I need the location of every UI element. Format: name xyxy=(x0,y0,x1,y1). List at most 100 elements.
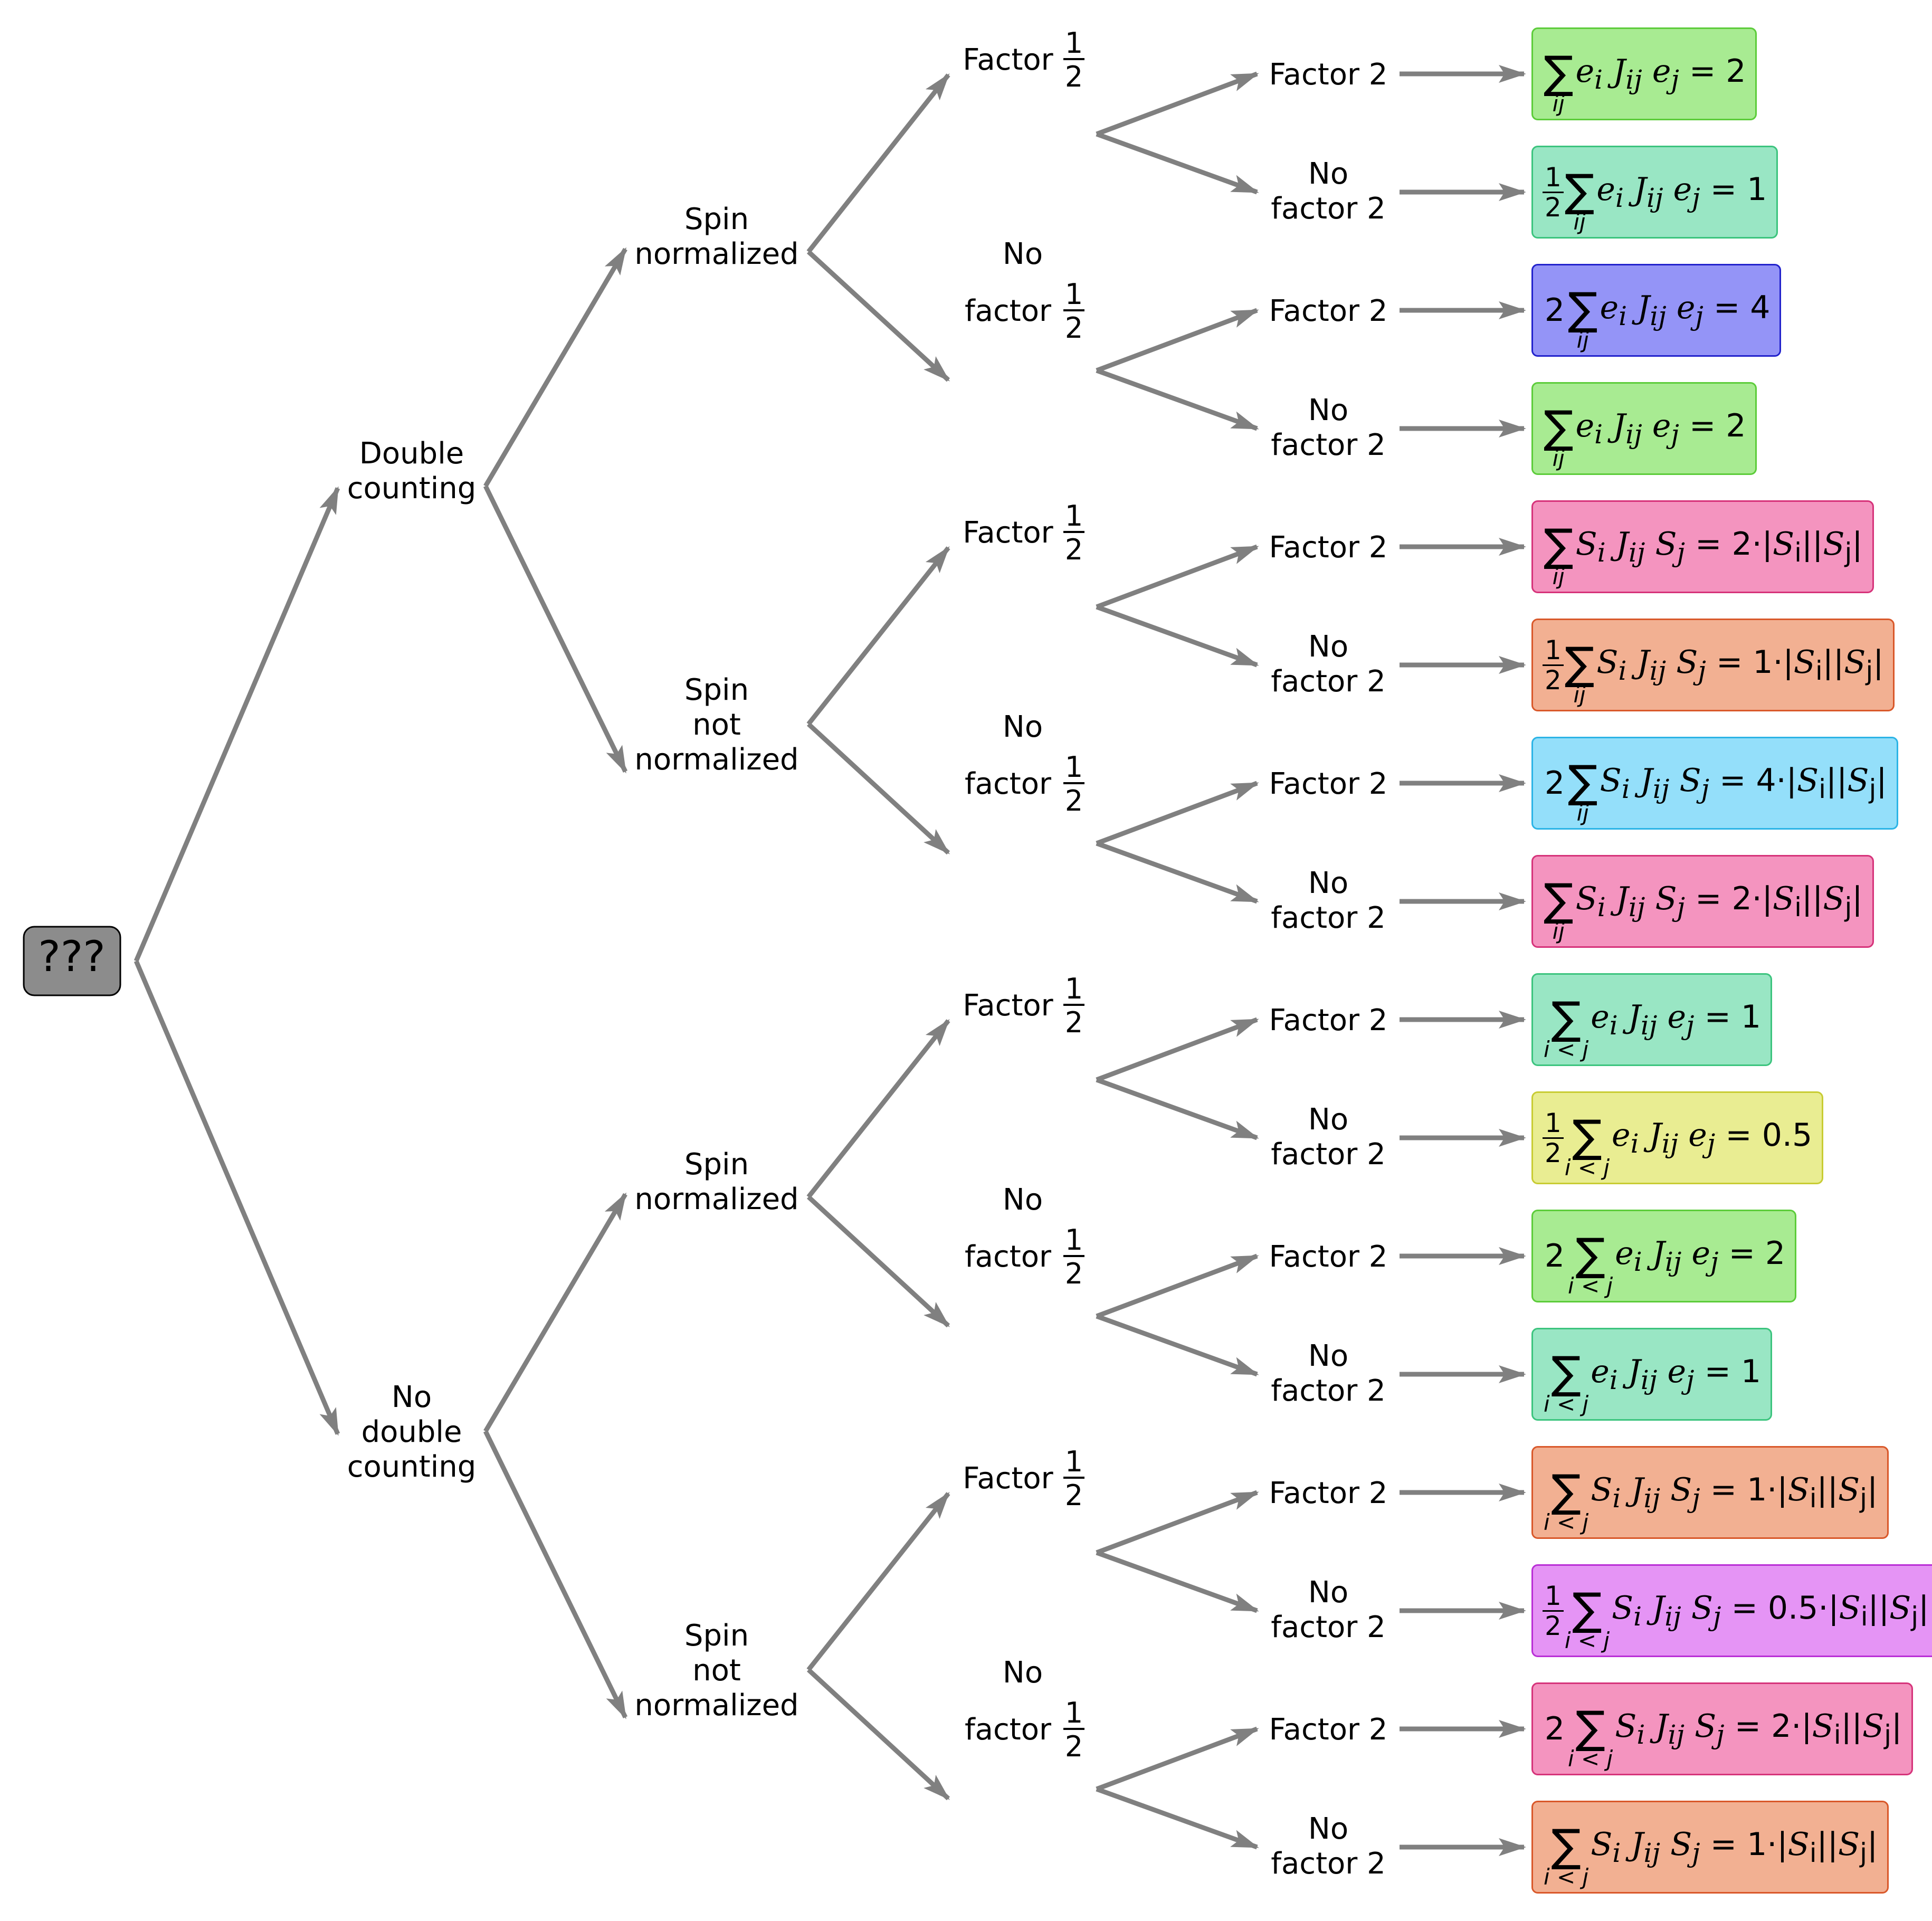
level3-label-no: No xyxy=(1003,1656,1043,1690)
sum-symbol: ∑i < j xyxy=(1544,1820,1589,1890)
edge-level3-to-level4 xyxy=(1096,841,1259,904)
level4-nofactor2: factor 2 xyxy=(1271,1847,1386,1881)
level2-node-line: normalized xyxy=(634,1182,798,1216)
edge-level2-to-level3 xyxy=(806,73,950,253)
level2-node-line: normalized xyxy=(634,1688,798,1723)
fraction-denominator: 2 xyxy=(1065,533,1083,566)
formula-body: ei Jij ej = 1 xyxy=(1591,1353,1762,1395)
level2-node-line: normalized xyxy=(634,237,798,271)
edge-level3-to-level4 xyxy=(1096,1314,1259,1377)
formula-body: Si Jij Sj = 2·|Si||Sj| xyxy=(1575,526,1863,568)
level4-nofactor2: No xyxy=(1308,866,1348,900)
edge-level3-to-level4 xyxy=(1096,308,1259,373)
sum-symbol: ∑i < j xyxy=(1564,1110,1610,1181)
prefix-two: 2 xyxy=(1544,1238,1565,1275)
edge-level3-to-level4 xyxy=(1096,1017,1259,1082)
level2-node-line: Spin xyxy=(684,1147,749,1182)
edge-level1-to-level2 xyxy=(483,1192,627,1433)
edge-level2-to-level3 xyxy=(806,1019,950,1199)
sum-symbol: ∑ij xyxy=(1568,283,1598,353)
sum-symbol: ∑ij xyxy=(1564,165,1595,235)
edge-level3-to-level4 xyxy=(1096,604,1259,668)
level2-node-line: normalized xyxy=(634,743,798,777)
edge-root-to-level1 xyxy=(134,486,340,962)
level3-label: Factor xyxy=(963,516,1053,550)
sum-symbol: ∑ij xyxy=(1544,46,1574,117)
half-fraction: 12 xyxy=(1063,750,1084,817)
edge-level2-to-level3 xyxy=(806,546,950,726)
level3-label: factor xyxy=(965,294,1052,328)
formula-body: Si Jij Sj = 2·|Si||Sj| xyxy=(1615,1708,1902,1750)
formula-body: Si Jij Sj = 0.5·|Si||Sj| xyxy=(1612,1590,1929,1632)
level4-nofactor2: No xyxy=(1308,1812,1348,1846)
level3-label-no: No xyxy=(1003,1183,1043,1217)
half-fraction: 12 xyxy=(1063,972,1084,1039)
edge-level3-to-level4 xyxy=(1096,1253,1259,1319)
edge-level2-to-level3 xyxy=(806,1491,950,1671)
sum-symbol: ∑i < j xyxy=(1544,992,1589,1062)
level4-nofactor2: factor 2 xyxy=(1271,192,1386,226)
fraction-numerator: 1 xyxy=(1065,1696,1083,1729)
fraction-numerator: 1 xyxy=(1065,750,1083,784)
level3-label-no: No xyxy=(1003,237,1043,271)
level4-nofactor2: No xyxy=(1308,157,1348,191)
level4-factor2: Factor 2 xyxy=(1269,530,1388,565)
sum-symbol: ∑ij xyxy=(1544,519,1574,589)
edge-level1-to-level2 xyxy=(483,485,628,774)
level4-nofactor2: factor 2 xyxy=(1271,901,1386,935)
level1-node-line: counting xyxy=(347,471,477,506)
sum-symbol: ∑i < j xyxy=(1544,1347,1589,1417)
sum-symbol: ∑ij xyxy=(1544,401,1574,471)
level4-factor2: Factor 2 xyxy=(1269,1713,1388,1747)
edge-level3-to-level4 xyxy=(1096,1490,1259,1555)
level3-label: factor xyxy=(965,1240,1052,1274)
level4-factor2: Factor 2 xyxy=(1269,1003,1388,1038)
level4-nofactor2: No xyxy=(1308,393,1348,427)
level3-label: Factor xyxy=(963,988,1053,1023)
half-fraction: 12 xyxy=(1063,278,1084,345)
formula-body: ei Jij ej = 2 xyxy=(1575,53,1746,95)
level2-node-line: Spin xyxy=(684,1619,749,1653)
fraction-numerator: 1 xyxy=(1065,1445,1083,1478)
prefix-two: 2 xyxy=(1544,292,1565,329)
half-fraction: 12 xyxy=(1063,1696,1084,1763)
level4-nofactor2: No xyxy=(1308,630,1348,664)
half-fraction: 12 xyxy=(1063,1445,1084,1512)
edge-level3-to-level4 xyxy=(1096,1077,1259,1140)
level4-nofactor2: factor 2 xyxy=(1271,1137,1386,1172)
formula-body: ei Jij ej = 1 xyxy=(1591,998,1762,1041)
edge-level2-to-level3 xyxy=(806,1668,950,1801)
level3-label: Factor xyxy=(963,43,1053,77)
level4-factor2: Factor 2 xyxy=(1269,767,1388,801)
fraction-denominator: 2 xyxy=(1065,1257,1083,1290)
fraction-denominator: 2 xyxy=(1065,784,1083,817)
edge-level3-to-level4 xyxy=(1096,1550,1259,1613)
level2-node-line: Spin xyxy=(684,202,749,236)
root-node xyxy=(23,926,121,996)
edge-level3-to-level4 xyxy=(1096,1726,1259,1792)
level1-node-line: No xyxy=(392,1380,432,1414)
edge-level2-to-level3 xyxy=(806,1195,950,1328)
edge-root-to-level1 xyxy=(134,960,340,1436)
edge-level3-to-level4 xyxy=(1096,544,1259,610)
formula-body: Si Jij Sj = 4·|Si||Sj| xyxy=(1600,762,1887,804)
formula-body: Si Jij Sj = 1·|Si||Sj| xyxy=(1591,1471,1878,1514)
level4-factor2: Factor 2 xyxy=(1269,1476,1388,1510)
sum-symbol: ∑ij xyxy=(1544,874,1574,944)
level1-node-line: Double xyxy=(359,436,464,471)
half-fraction: 12 xyxy=(1063,499,1084,566)
half-fraction: 12 xyxy=(1063,26,1084,93)
half-fraction: 12 xyxy=(1063,1223,1084,1290)
fraction-numerator: 1 xyxy=(1065,972,1083,1005)
